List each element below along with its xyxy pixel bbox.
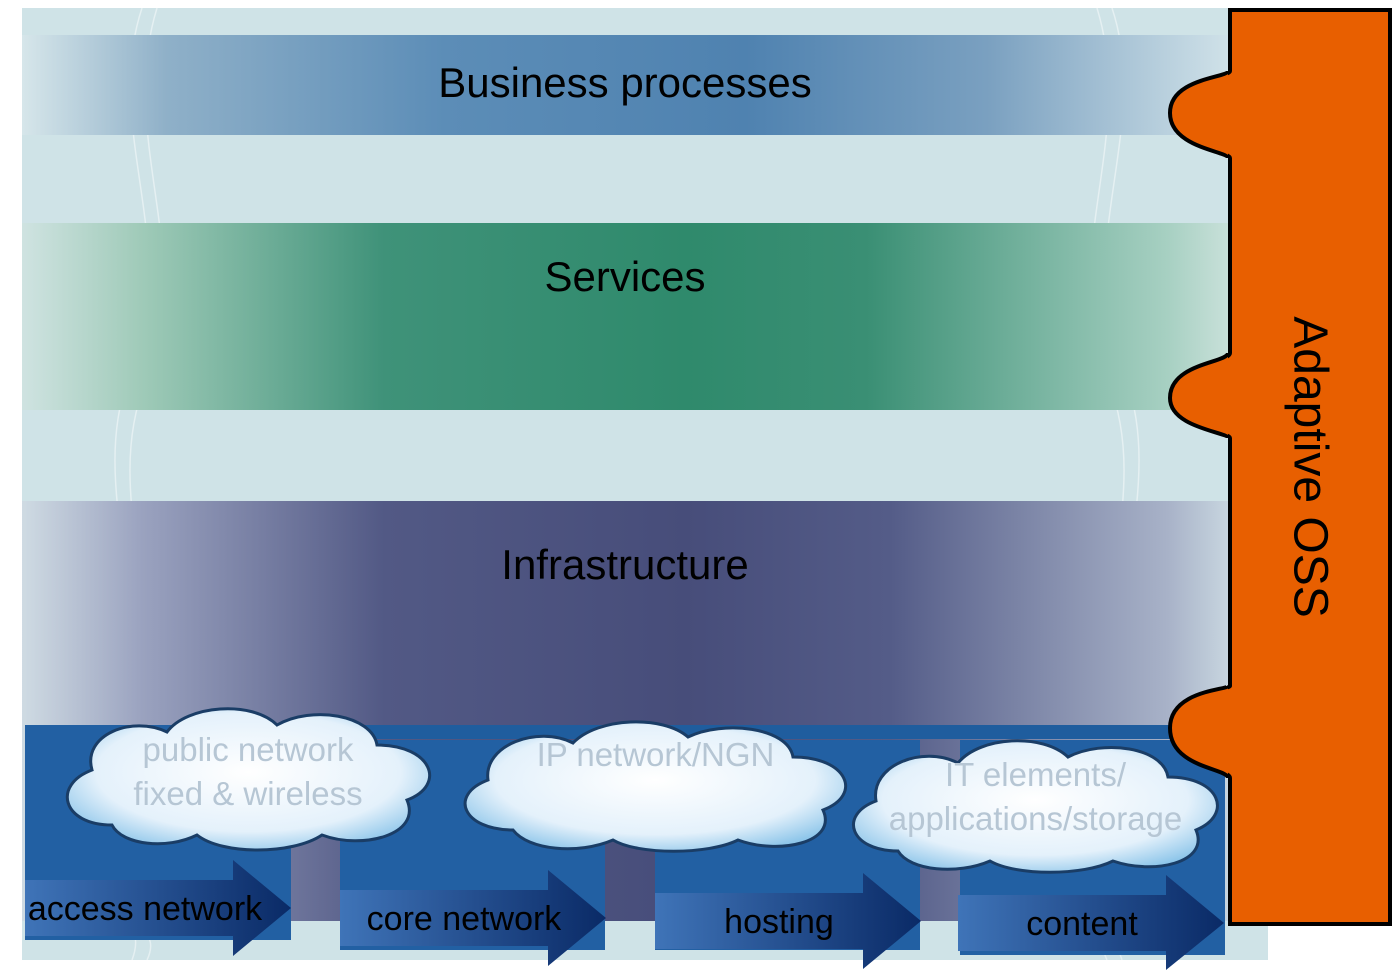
arrow-access-network: access network (25, 860, 293, 960)
cloud-icon (852, 739, 1219, 874)
arrow-right-icon (655, 873, 921, 969)
cloud-ip-network: IP network/NGN (448, 715, 863, 855)
cloud-icon (65, 707, 431, 852)
services-label: Services (544, 253, 706, 300)
cloud-ip-network-line1: IP network/NGN (536, 736, 775, 773)
arrow-right-icon (25, 860, 291, 956)
arrow-right-icon (340, 870, 606, 966)
cloud-public-network-line2: fixed & wireless (133, 775, 363, 812)
oss-puzzle-tabs (1168, 69, 1230, 779)
cloud-it-elements: IT elements/ applications/storage (838, 733, 1233, 878)
hosting-label: hosting (724, 903, 834, 941)
arrow-hosting: hosting (655, 873, 923, 973)
arrow-core-network: core network (340, 870, 608, 970)
adaptive-oss-panel (1227, 8, 1392, 926)
business-processes-layer: Business processes (22, 35, 1228, 135)
arrow-content: content (958, 875, 1226, 971)
cloud-public-network-line1: public network (142, 731, 354, 768)
cloud-it-elements-line1: IT elements/ (945, 756, 1126, 793)
content-label: content (1026, 905, 1138, 943)
cloud-public-network: public network fixed & wireless (52, 700, 444, 855)
infrastructure-label: Infrastructure (501, 541, 749, 588)
arrow-right-icon (958, 875, 1224, 970)
core-network-label: core network (366, 900, 562, 938)
cloud-icon (463, 720, 847, 853)
access-network-label: access network (27, 890, 263, 928)
adaptive-oss-text: Adaptive OSS (1283, 316, 1337, 618)
adaptive-oss-label: Adaptive OSS (1227, 8, 1393, 926)
business-processes-label: Business processes (438, 59, 812, 106)
services-layer: Services (22, 223, 1228, 410)
cloud-it-elements-line2: applications/storage (888, 800, 1183, 837)
